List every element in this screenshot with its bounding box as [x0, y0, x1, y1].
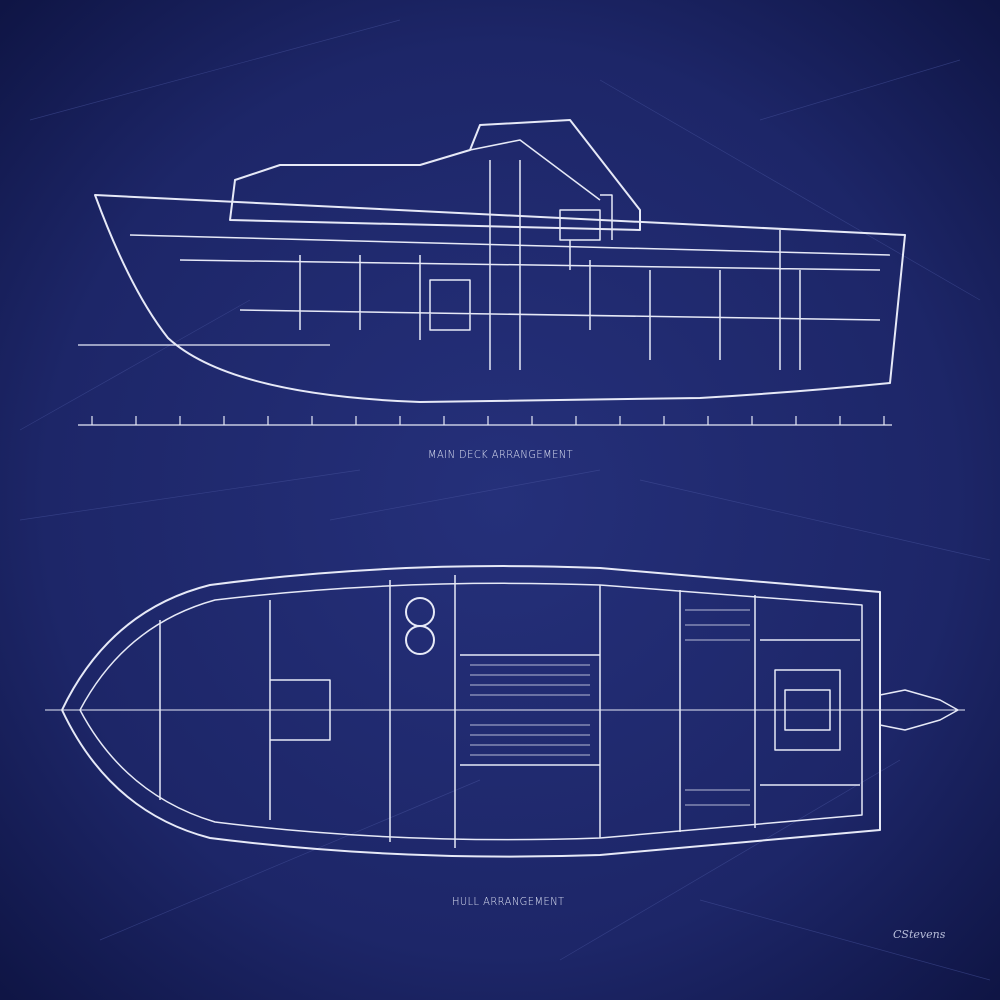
compartments — [159, 575, 860, 848]
gauge — [405, 625, 435, 655]
scratches — [19, 19, 991, 981]
top-view-drawing — [45, 565, 965, 858]
engine — [774, 669, 841, 751]
side-view-label: MAIN DECK ARRANGEMENT — [428, 448, 574, 461]
deck-line — [129, 234, 891, 256]
windshield — [469, 139, 601, 201]
seat — [569, 194, 613, 270]
top-view-label: HULL ARRANGEMENT — [452, 895, 565, 908]
interior-lines — [179, 160, 881, 370]
side-view-drawing — [78, 119, 906, 403]
outboard-motor — [879, 689, 959, 731]
hull-side — [94, 194, 906, 403]
artist-signature: CStevens — [893, 928, 946, 941]
deck-slats — [470, 609, 750, 806]
hull-outline — [61, 565, 881, 858]
scale-baseline — [78, 416, 892, 426]
cabin — [229, 119, 641, 231]
